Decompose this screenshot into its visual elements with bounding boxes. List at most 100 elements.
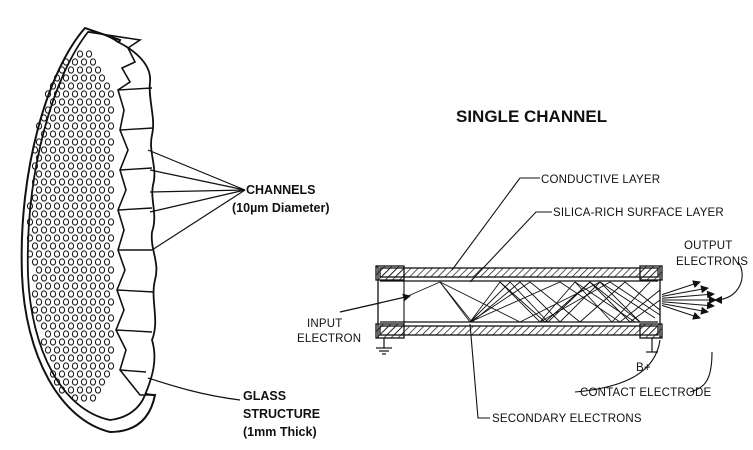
channel-hole (94, 290, 102, 298)
channel-hole (85, 386, 93, 394)
channel-hole (107, 138, 115, 146)
channel-hole (94, 146, 102, 154)
channel-hole (44, 218, 52, 226)
channel-hole (44, 314, 52, 322)
channel-leaders (451, 177, 713, 419)
conductive-layer-bottom (379, 325, 659, 336)
channel-hole (80, 122, 88, 130)
channel-hole (80, 394, 88, 402)
channel-hole (76, 66, 84, 74)
channel-hole (40, 178, 48, 186)
channel-hole (76, 82, 84, 90)
channel-hole (89, 314, 97, 322)
channel-hole (98, 106, 106, 114)
channel-hole (67, 386, 75, 394)
electron-trajectories (407, 281, 661, 323)
channel-hole (89, 170, 97, 178)
channel-hole (35, 202, 43, 210)
channel-hole (53, 266, 61, 274)
channel-hole (94, 226, 102, 234)
channel-hole (62, 138, 70, 146)
channel-hole (67, 274, 75, 282)
channel-hole (49, 274, 57, 282)
channel-hole (71, 314, 79, 322)
channel-hole (107, 90, 115, 98)
channel-hole (40, 258, 48, 266)
channel-hole (40, 194, 48, 202)
channel-hole (58, 354, 66, 362)
channel-hole (98, 154, 106, 162)
output-electron-arrow (661, 304, 701, 320)
channel-hole (107, 218, 115, 226)
channel-hole (31, 226, 39, 234)
electron-path (439, 281, 656, 323)
channel-hole (98, 218, 106, 226)
channel-hole (107, 122, 115, 130)
channel-hole (103, 162, 111, 170)
channel-hole (76, 194, 84, 202)
page-title: SINGLE CHANNEL (456, 107, 607, 126)
channel-hole (76, 242, 84, 250)
channel-hole (98, 234, 106, 242)
label-silica-layer: SILICA-RICH SURFACE LAYER (553, 207, 724, 219)
channel-hole (80, 186, 88, 194)
channel-hole (71, 266, 79, 274)
channel-hole (40, 274, 48, 282)
channel-hole (107, 250, 115, 258)
channel-hole (26, 250, 34, 258)
channel-hole (53, 122, 61, 130)
channel-hole (44, 122, 52, 130)
channel-hole (76, 322, 84, 330)
channel-hole (53, 218, 61, 226)
channel-hole (49, 82, 57, 90)
channel-hole (67, 82, 75, 90)
channel-hole (67, 146, 75, 154)
channel-hole (35, 266, 43, 274)
channel-hole (71, 90, 79, 98)
channel-hole (94, 370, 102, 378)
channel-hole (67, 178, 75, 186)
channel-hole (85, 66, 93, 74)
channel-hole (94, 274, 102, 282)
channel-hole (53, 250, 61, 258)
channel-hole (58, 194, 66, 202)
channel-hole (80, 314, 88, 322)
channel-hole (67, 258, 75, 266)
label-contact-electrode: CONTACT ELECTRODE (580, 387, 712, 399)
channel-hole (53, 282, 61, 290)
channel-hole (94, 306, 102, 314)
glass-leader (147, 377, 241, 401)
channel-hole (58, 82, 66, 90)
channel-hole (89, 234, 97, 242)
output-electron-arrow (661, 290, 715, 299)
channel-hole (76, 370, 84, 378)
channel-hole (53, 314, 61, 322)
channel-hole (53, 186, 61, 194)
channel-hole (44, 154, 52, 162)
channel-hole (62, 58, 70, 66)
label-output-2: ELECTRONS (676, 256, 748, 268)
channel-hole (85, 146, 93, 154)
channel-hole (89, 138, 97, 146)
channel-hole (58, 306, 66, 314)
channel-hole (85, 178, 93, 186)
channel-hole (94, 210, 102, 218)
channel-hole (62, 266, 70, 274)
channel-hole (67, 306, 75, 314)
channel-hole (44, 298, 52, 306)
channel-hole (89, 218, 97, 226)
channel-hole (107, 314, 115, 322)
channel-hole (94, 66, 102, 74)
channel-hole (44, 282, 52, 290)
channel-hole (103, 306, 111, 314)
channel-hole (98, 314, 106, 322)
channel-hole (107, 362, 115, 370)
channel-hole (98, 346, 106, 354)
channel-hole (85, 242, 93, 250)
channel-hole (80, 266, 88, 274)
channel-hole (76, 338, 84, 346)
channel-hole (31, 146, 39, 154)
channel-hole (107, 106, 115, 114)
channel-hole (62, 234, 70, 242)
channel-hole (49, 242, 57, 250)
